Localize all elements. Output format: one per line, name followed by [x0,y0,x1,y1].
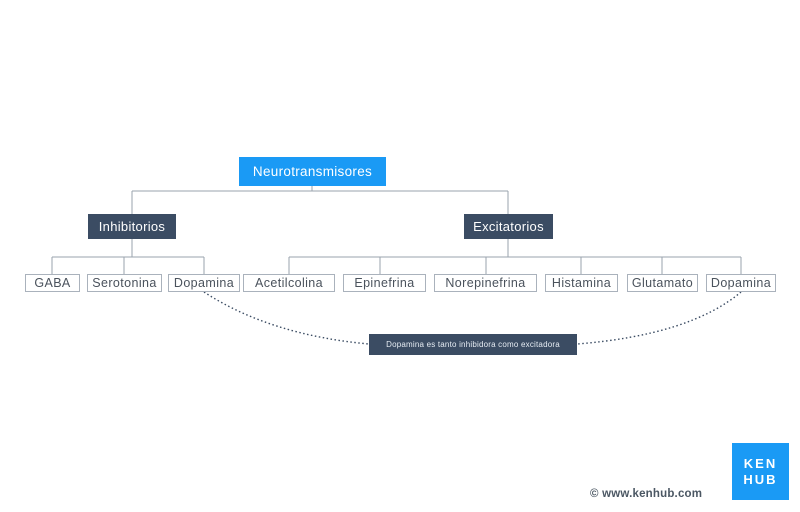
leaf-dopamina-inhibitory: Dopamina [168,274,240,292]
leaf-acetilcolina: Acetilcolina [243,274,335,292]
leaf-norepinefrina: Norepinefrina [434,274,537,292]
logo-line-1: KEN [743,455,778,471]
root-node: Neurotransmisores [239,157,386,186]
dopamine-note: Dopamina es tanto inhibidora como excita… [369,334,577,355]
leaf-histamina: Histamina [545,274,618,292]
leaf-epinefrina: Epinefrina [343,274,426,292]
category-excitatory: Excitatorios [464,214,553,239]
leaf-glutamato: Glutamato [627,274,698,292]
leaf-dopamina-excitatory: Dopamina [706,274,776,292]
copyright-text: © www.kenhub.com [590,488,703,500]
category-inhibitory: Inhibitorios [88,214,176,239]
logo-line-2: HUB [743,471,778,487]
leaf-serotonina: Serotonina [87,274,162,292]
kenhub-logo: KEN HUB [732,443,789,500]
leaf-gaba: GABA [25,274,80,292]
